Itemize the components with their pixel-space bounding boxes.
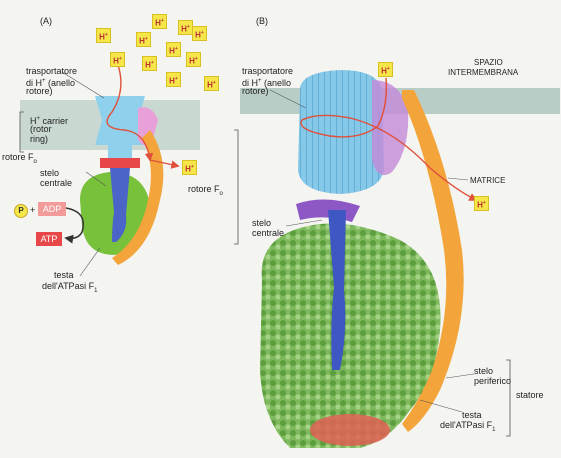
proton-icon: H+ [192, 26, 207, 41]
transporter-label-b: trasportatore [242, 66, 294, 76]
proton-icon: H+ [178, 20, 193, 35]
stalk-label-a: stelo [40, 168, 60, 178]
rotor-base-b [296, 199, 360, 222]
stalk-label-b: centrale [252, 228, 285, 238]
intermembrane-label: INTERMEMBRANA [448, 68, 519, 77]
central-stalk-a [110, 168, 130, 242]
peripheral-stalk-b [402, 90, 464, 432]
panel-a-tag: (A) [40, 16, 52, 26]
head-label-b: testa [462, 410, 482, 420]
peripheral-label: periferico [474, 376, 512, 386]
carrier-label: ring) [30, 134, 49, 144]
proton-icon: H+ [186, 52, 201, 67]
proton-icon: H+ [136, 32, 151, 47]
transporter-label-a: trasportatore [26, 66, 78, 76]
stalk-top-a [108, 145, 132, 159]
phosphate-icon: P [14, 204, 28, 218]
transporter-label-b: rotore) [242, 86, 269, 96]
panel-a-drawing [19, 64, 180, 277]
plus-sign: + [30, 205, 36, 215]
proton-icon: H+ [96, 28, 111, 43]
central-stalk-b [328, 210, 346, 370]
intermembrane-label: SPAZIO [474, 58, 503, 67]
proton-icon: H+ [166, 72, 181, 87]
transporter-label-a: di H+ (anello [26, 78, 76, 88]
transporter-label-a: rotore) [26, 86, 53, 96]
head-label-b: dell'ATPasi F1 [440, 420, 496, 433]
rotor-ring-b [298, 70, 384, 194]
atp-badge: ATP [36, 232, 62, 246]
head-label-a: dell'ATPasi F1 [42, 281, 98, 294]
head-label-a: testa [54, 270, 74, 280]
rotor-label-b: rotore Fo [188, 184, 223, 197]
proton-icon: H+ [110, 52, 125, 67]
proton-path-a [106, 64, 154, 162]
rotor-ring-a [95, 96, 145, 145]
head-b [260, 223, 441, 448]
proton-icon: H+ [166, 42, 181, 57]
proton-path-b [300, 77, 478, 201]
proton-icon: H+ [204, 76, 219, 91]
stalk-label-a: centrale [40, 178, 73, 188]
proton-icon: H+ [152, 14, 167, 29]
peripheral-stalk-a [112, 130, 164, 265]
synthesis-arrow [64, 207, 84, 244]
proton-icon: H+ [474, 196, 489, 211]
proton-icon: H+ [182, 160, 197, 175]
peripheral-label: stelo [474, 366, 494, 376]
panel-b-drawing [234, 70, 511, 448]
subunit-a-b [372, 80, 409, 176]
matrix-label: MATRICE [470, 176, 506, 185]
proton-icon: H+ [378, 62, 393, 77]
transporter-label-b: di H+ (anello [242, 78, 292, 88]
stalk-label-b: stelo [252, 218, 272, 228]
rotor-label-a: rotore Fo [2, 152, 37, 165]
proton-icon: H+ [142, 56, 157, 71]
adp-badge: ADP [38, 202, 66, 216]
stator-label: statore [516, 390, 544, 400]
carrier-label: (rotor [30, 124, 52, 134]
carrier-label: H+ carrier [30, 116, 69, 126]
proton-exit-a [149, 159, 180, 169]
collar-a [100, 158, 140, 168]
panel-b-tag: (B) [256, 16, 268, 26]
head-base-b [310, 414, 390, 446]
